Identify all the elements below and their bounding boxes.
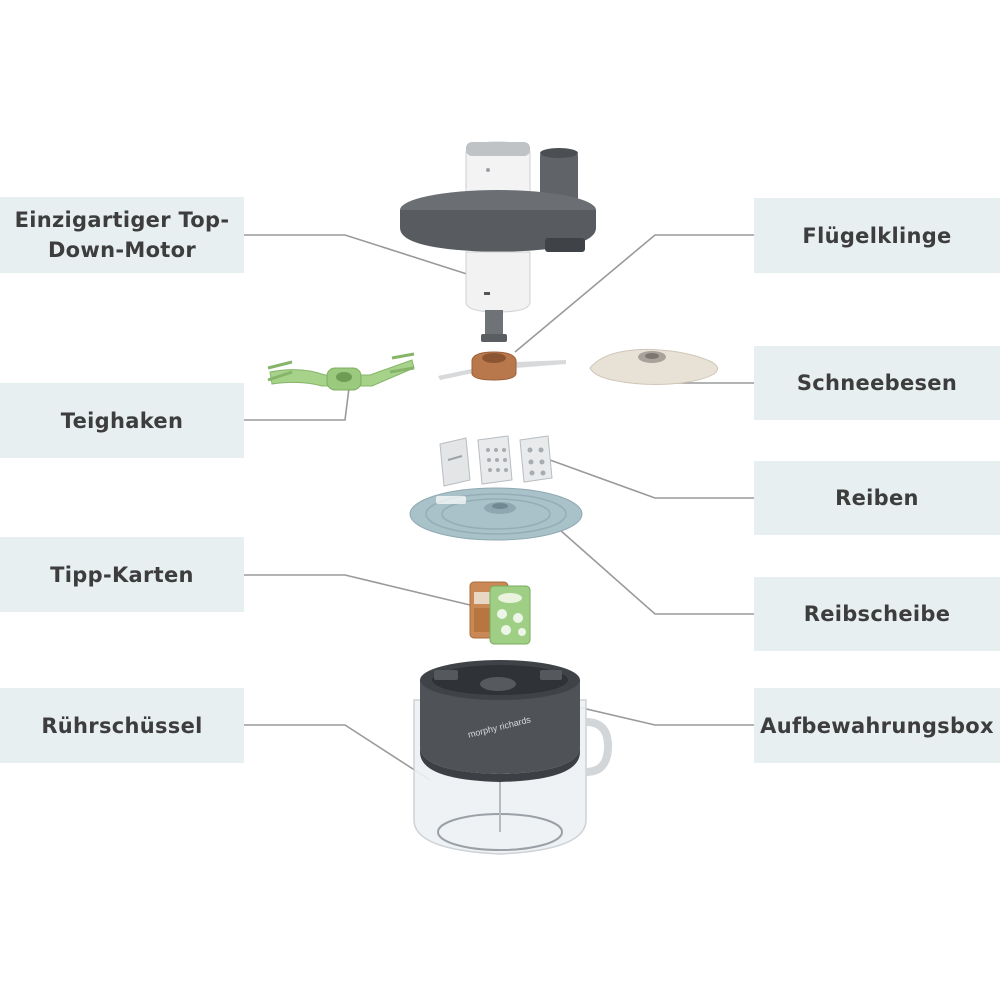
feed-chute-top [540,148,578,158]
leader-graters [549,459,754,499]
label-grating-disc: Reibscheibe [754,577,1000,651]
label-whisk-text: Schneebesen [796,371,958,395]
leader-lines [244,234,754,781]
leader-grating-disc [559,529,754,615]
label-storage-box: Aufbewahrungsbox [754,688,1000,763]
motor-top-band [466,142,530,156]
label-motor: Einzigartiger Top-Down-Motor [0,197,244,273]
label-motor-text: Einzigartiger Top-Down-Motor [14,208,230,262]
label-mixing-bowl-text: Rührschüssel [41,713,203,738]
label-whisk: Schneebesen [754,346,1000,420]
drive-shaft [485,310,503,340]
drive-shaft-tip [481,334,507,342]
feed-chute [540,152,578,202]
leader-motor [244,234,471,276]
label-tip-cards: Tipp-Karten [0,537,244,612]
grater-blades [439,435,553,487]
motor-slot [484,292,490,295]
leader-tip-cards [244,574,471,606]
whisk-disc [589,348,718,385]
label-storage-box-text: Aufbewahrungsbox [760,713,994,738]
wing-blade [438,351,566,381]
leader-mixing-bowl [244,724,431,781]
motor-body [465,251,531,313]
dough-hook [267,352,415,391]
lid-latch [545,238,585,252]
motor-indicator-light [486,168,490,172]
leader-dough-hook [244,379,351,421]
label-dough-hook-text: Teighaken [60,408,184,433]
label-graters-text: Reiben [835,486,919,510]
label-wing-blade: Flügelklinge [754,198,1000,273]
label-tip-cards-text: Tipp-Karten [50,562,194,587]
label-dough-hook: Teighaken [0,383,244,458]
bowl-handle [585,718,613,776]
label-grating-disc-text: Reibscheibe [803,602,951,626]
label-mixing-bowl: Rührschüssel [0,688,244,763]
leader-wing-blade [514,234,754,353]
tip-cards [469,581,531,645]
label-graters: Reiben [754,461,1000,535]
storage-box-body [420,680,580,774]
label-wing-blade-text: Flügelklinge [802,223,952,248]
grating-disc [409,487,583,541]
motor-unit [400,141,596,342]
mixing-bowl-assembly: morphy richards [413,660,613,855]
